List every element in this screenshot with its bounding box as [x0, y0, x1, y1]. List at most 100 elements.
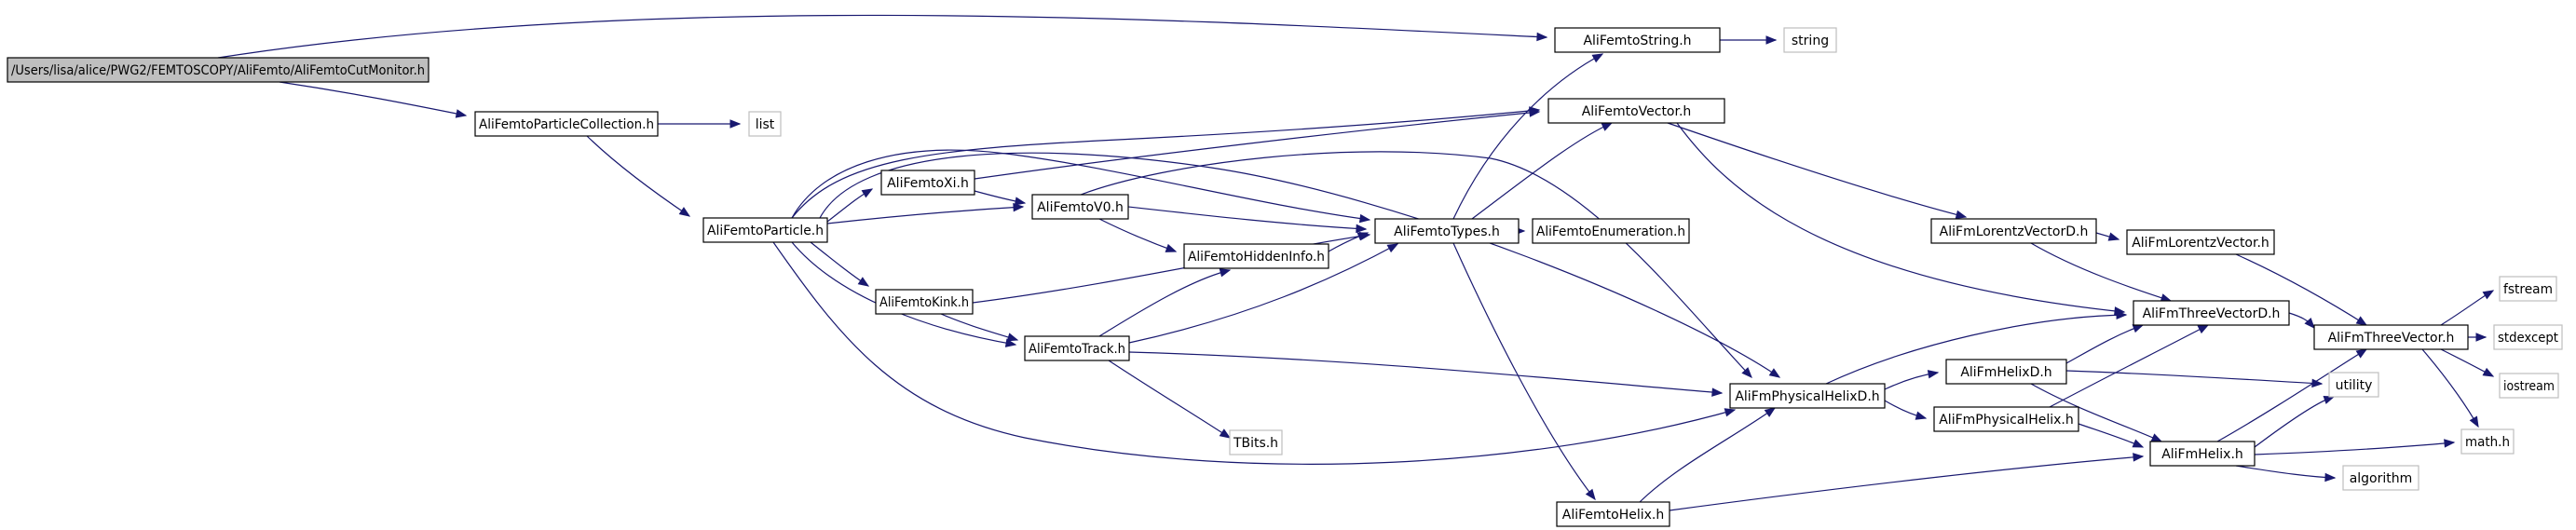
edge-tv-to-fstream-arrowhead [2482, 290, 2495, 300]
edge-tvd-to-tv-arrowhead [2304, 318, 2315, 330]
node-types[interactable]: AliFemtoTypes.h [1374, 218, 1520, 244]
edge-particle-to-phd-lower-line [772, 241, 1736, 465]
edge-v0-to-phd-arrowhead [1741, 367, 1752, 378]
edge-particle-to-phd-lower [772, 241, 1737, 465]
node-tvd[interactable]: AliFmThreeVectorD.h [2133, 300, 2290, 326]
node-list-label: list [756, 117, 775, 132]
edge-lv-to-tv-arrowhead [2355, 316, 2368, 326]
node-utility-box [2328, 372, 2379, 398]
node-string_h-box [1554, 27, 1721, 53]
node-v0-label: AliFemtoV0.h [1037, 200, 1124, 215]
edge-particle-to-xi-arrowhead [861, 188, 874, 198]
node-tbits-box [1229, 429, 1283, 455]
edge-ph-to-tvd-arrowhead [2197, 324, 2210, 334]
edge-phd-to-tvd [1825, 310, 2128, 385]
edge-particle-to-track-arrowhead [1004, 338, 1017, 347]
node-fstream-box [2499, 276, 2557, 302]
edge-helix-to-tv-line [2216, 348, 2367, 442]
edge-types-to-vector-arrowhead [1601, 122, 1614, 131]
node-root[interactable]: /Users/lisa/alice/PWG2/FEMTOSCOPY/AliFem… [7, 57, 429, 83]
node-fhelix[interactable]: AliFemtoHelix.h [1556, 501, 1670, 527]
node-ph-label: AliFmPhysicalHelix.h [1939, 413, 2074, 428]
node-fhelix-box [1556, 501, 1670, 527]
node-tv-box [2313, 324, 2469, 350]
node-iostream-label: iostream [2503, 379, 2555, 394]
edge-lv-to-tv [2235, 253, 2368, 326]
node-utility-label: utility [2336, 378, 2373, 393]
node-kink-box [875, 289, 974, 315]
node-helix-label: AliFmHelix.h [2161, 447, 2243, 462]
edge-particle-to-phd-lower-arrowhead [1724, 408, 1737, 417]
edge-root-to-pcoll-arrowhead [455, 109, 468, 118]
node-xi[interactable]: AliFemtoXi.h [880, 170, 975, 196]
node-algorithm-label: algorithm [2350, 471, 2413, 486]
edge-track-to-hidden [1098, 268, 1232, 337]
edge-tv-to-fstream [2440, 290, 2495, 326]
node-lv-box [2126, 229, 2275, 255]
node-pcoll-box [474, 111, 659, 137]
edge-particle-to-xi [826, 188, 874, 223]
edge-phd-to-ph [1884, 400, 1928, 420]
edge-track-to-types [1128, 243, 1399, 344]
edge-helix-to-tv [2216, 348, 2368, 442]
node-types-box [1374, 218, 1520, 244]
edge-helix-to-tv-arrowhead [2355, 348, 2368, 359]
edge-particle-to-phd [819, 152, 1781, 378]
node-lvd-box [1930, 218, 2097, 244]
node-enum[interactable]: AliFemtoEnumeration.h [1532, 218, 1690, 244]
node-tbits: TBits.h [1229, 429, 1283, 455]
edge-fhelix-to-phd [1639, 407, 1777, 503]
nodes-layer: /Users/lisa/alice/PWG2/FEMTOSCOPY/AliFem… [7, 27, 2563, 527]
node-phd[interactable]: AliFmPhysicalHelixD.h [1729, 383, 1886, 409]
edge-helix-to-utility-line [2254, 396, 2335, 448]
edge-tv-to-stdexcept-arrowhead [2475, 333, 2487, 342]
edge-particle-to-kink [810, 241, 870, 287]
node-track-label: AliFemtoTrack.h [1029, 342, 1125, 357]
edge-helix-to-utility [2254, 395, 2336, 448]
node-enum-box [1532, 218, 1690, 244]
edge-types-to-fhelix [1452, 242, 1596, 501]
edge-particle-to-kink-arrowhead [857, 277, 870, 287]
node-v0[interactable]: AliFemtoV0.h [1031, 194, 1129, 220]
node-helix[interactable]: AliFmHelix.h [2149, 441, 2256, 467]
node-lvd[interactable]: AliFmLorentzVectorD.h [1930, 218, 2097, 244]
node-string-label: string [1792, 34, 1829, 48]
node-phd-box [1729, 383, 1886, 409]
edge-kink-to-track-line [940, 313, 1018, 341]
edge-helix-to-math [2254, 439, 2456, 455]
node-particle[interactable]: AliFemtoParticle.h [702, 217, 828, 243]
node-lv[interactable]: AliFmLorentzVector.h [2126, 229, 2275, 255]
node-ph[interactable]: AliFmPhysicalHelix.h [1933, 406, 2079, 432]
node-ph-box [1933, 406, 2079, 432]
edge-lvd-to-tvd-line [2030, 242, 2172, 302]
node-pcoll-label: AliFemtoParticleCollection.h [479, 117, 654, 132]
node-tv[interactable]: AliFmThreeVector.h [2313, 324, 2469, 350]
edge-track-to-hidden-arrowhead [1219, 268, 1232, 278]
edge-tv-to-math [2421, 348, 2479, 428]
edge-track-to-hidden-line [1098, 269, 1231, 337]
edge-phd-to-helixd [1884, 370, 1940, 390]
node-tbits-label: TBits.h [1233, 436, 1278, 451]
node-pcoll[interactable]: AliFemtoParticleCollection.h [474, 111, 659, 137]
node-kink[interactable]: AliFemtoKink.h [875, 289, 974, 315]
edge-kink-to-track-arrowhead [1006, 333, 1019, 342]
edge-phd-to-ph-arrowhead [1915, 411, 1928, 420]
node-hidden-label: AliFemtoHiddenInfo.h [1188, 250, 1325, 265]
edge-kink-to-track [940, 313, 1019, 342]
edge-helixd-to-helix-arrowhead [2150, 433, 2163, 442]
node-vector[interactable]: AliFemtoVector.h [1547, 98, 1725, 124]
node-lvd-label: AliFmLorentzVectorD.h [1940, 224, 2089, 239]
node-track[interactable]: AliFemtoTrack.h [1024, 335, 1130, 361]
edge-helixd-to-utility-line [2065, 370, 2323, 385]
node-v0-box [1031, 194, 1129, 220]
node-root-label: /Users/lisa/alice/PWG2/FEMTOSCOPY/AliFem… [11, 63, 425, 78]
edge-particle-to-v0-line [826, 206, 1024, 224]
edge-types-to-string_h-line [1452, 53, 1603, 220]
edge-tv-to-math-line [2421, 348, 2479, 428]
node-hidden[interactable]: AliFemtoHiddenInfo.h [1183, 243, 1329, 269]
node-kink-label: AliFemtoKink.h [879, 295, 969, 310]
node-xi-label: AliFemtoXi.h [887, 176, 969, 191]
node-string_h[interactable]: AliFemtoString.h [1554, 27, 1721, 53]
node-helixd[interactable]: AliFmHelixD.h [1945, 359, 2067, 385]
node-hidden-box [1183, 243, 1329, 269]
